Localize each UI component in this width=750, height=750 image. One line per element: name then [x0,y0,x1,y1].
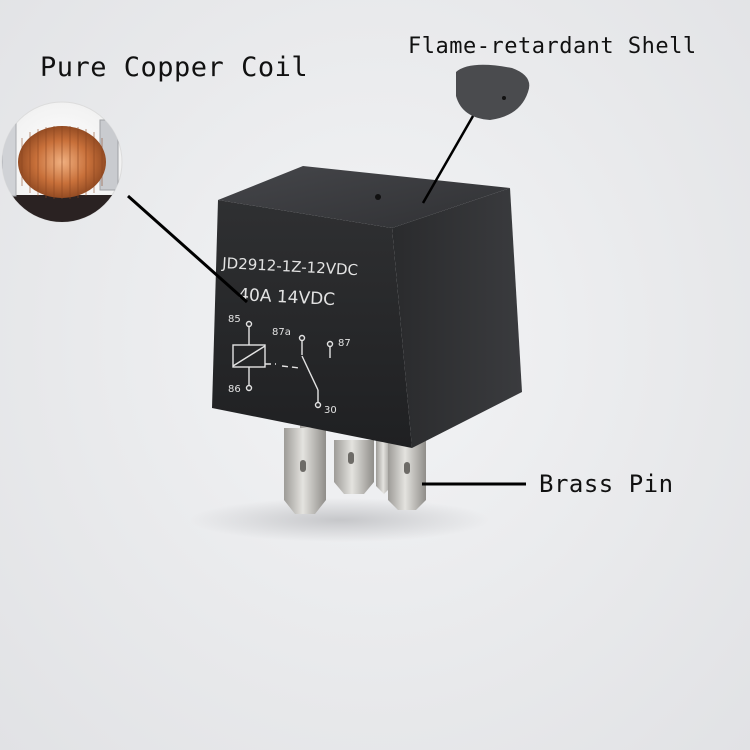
copper-coil-inset [1,101,123,223]
pin-center [334,440,374,494]
pure-copper-coil-label: Pure Copper Coil [40,52,309,83]
brass-pin-label: Brass Pin [539,470,674,498]
terminal-87a-label: 87a [272,327,291,338]
terminal-86-label: 86 [228,384,241,395]
relay-right-face [392,188,522,448]
relay-shadow [190,498,490,542]
brass-pins [284,420,426,514]
relay-body [212,166,522,448]
shell-leader-line [421,115,475,204]
relay-schematic [232,320,334,409]
coil-leader-line [127,194,248,304]
shell-sample-inset [456,64,530,120]
terminal-85-label: 85 [228,314,241,325]
shell-sample-hole [502,96,506,100]
relay-front-face [212,200,412,448]
shell-vent-hole [375,194,381,200]
terminal-30-label: 30 [324,405,337,416]
flame-retardant-shell-label: Flame-retardant Shell [408,34,697,59]
relay-top-face [218,166,510,228]
terminal-87-label: 87 [338,338,351,349]
relay-markings: JD2912-1Z-12VDC 40A 14VDC 85 86 87a 87 3… [221,254,359,416]
